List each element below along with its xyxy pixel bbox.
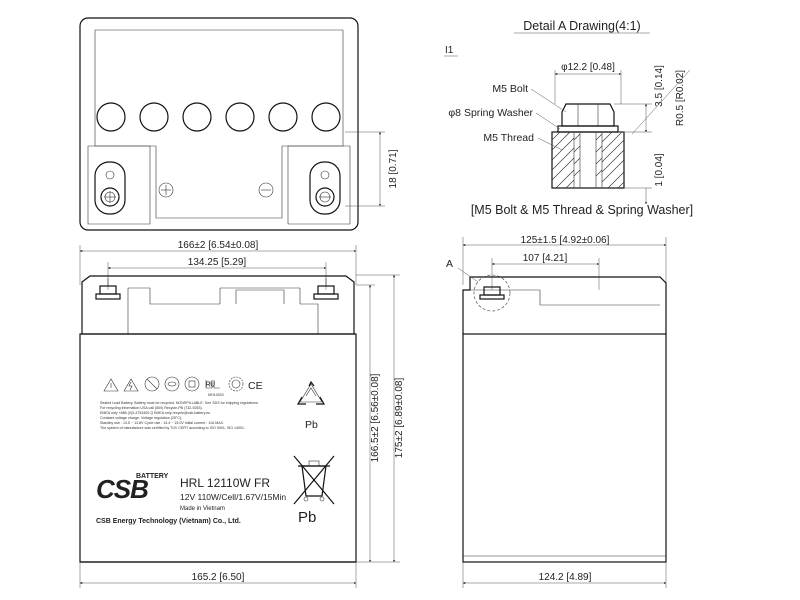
- ul-recognized-icon: ᴿᵁ MH14533: [205, 380, 224, 397]
- fine-print-line: For recycling information USA call (800)…: [100, 406, 203, 410]
- front-base-width-dim: 165.2 [6.50]: [192, 572, 245, 583]
- bolt-label: M5 Bolt: [492, 83, 528, 95]
- front-body-height-dim: 166.5±2 [6.56±0.08]: [370, 373, 381, 462]
- fine-print: Sealed Lead Battery. Battery must be rec…: [100, 401, 259, 430]
- fine-print-line: Sealed Lead Battery. Battery must be rec…: [100, 401, 259, 405]
- ul-number: MH14533: [208, 393, 224, 397]
- vent-cap: [225, 102, 255, 132]
- read-manual-icon: [184, 376, 200, 392]
- detail-title: Detail A Drawing(4:1): [523, 19, 640, 33]
- polarity-plus-icon: [158, 182, 174, 198]
- radius-dim: R0.5 [R0.02]: [675, 70, 686, 126]
- side-body: [462, 333, 667, 563]
- recycle-icon: [296, 380, 326, 405]
- ul-mark: ᴿᵁ: [206, 381, 216, 392]
- vent-caps: [96, 102, 341, 132]
- top-view: 18 [0.71]: [79, 17, 399, 231]
- fine-print-line: The system of manufacture was certified …: [100, 426, 245, 430]
- terminal-pocket-left: [87, 145, 151, 225]
- front-terminal-right: [313, 278, 339, 300]
- made-in: Made in Vietnam: [180, 506, 225, 512]
- top-view-outline: [79, 17, 359, 231]
- terminal-left: [94, 161, 126, 215]
- fine-print-line: Constant voltage charge. Voltage regulat…: [100, 416, 182, 420]
- detail-a: Detail A Drawing(4:1) I1 φ12.2 [0.48]: [444, 19, 693, 217]
- fine-print-line: Standby use : 13.5 ~ 13.8V Cycle use : 1…: [100, 421, 224, 425]
- side-terminal: [479, 286, 505, 300]
- front-total-height-dim: 175±2 [6.89±0.08]: [394, 378, 405, 459]
- front-body: [79, 333, 357, 563]
- front-lid-recess: [127, 287, 319, 334]
- company-name: CSB Energy Technology (Vietnam) Co., Ltd…: [96, 518, 241, 525]
- terminal-pocket-right: [287, 145, 351, 225]
- front-overall-width-dim: 166±2 [6.54±0.08]: [178, 240, 259, 251]
- detail-caption: [M5 Bolt & M5 Thread & Spring Washer]: [471, 203, 693, 217]
- brand-logo: CSB: [96, 474, 148, 504]
- age-gear-icon: [228, 376, 244, 392]
- hatching: [551, 131, 625, 189]
- detail-ref: I1: [445, 45, 454, 56]
- gap-dim: 1 [0.04]: [654, 153, 665, 187]
- eye-protection-icon: [164, 376, 180, 392]
- detail-a-circle: [473, 274, 511, 312]
- vent-cap: [96, 102, 126, 132]
- side-view: 125±1.5 [4.92±0.06] 107 [4.21] A 124.2 […: [446, 235, 667, 588]
- warning-triangle-icon: [103, 378, 119, 392]
- side-lid: [462, 276, 667, 334]
- head-height-dim: 3.5 [0.14]: [654, 65, 665, 107]
- top-view-lid-outline: [94, 29, 344, 219]
- vent-cap: [182, 102, 212, 132]
- polarity-minus-icon: [258, 182, 274, 198]
- front-view: 166±2 [6.54±0.08] 134.25 [5.29]: [79, 240, 405, 588]
- bolt-head: [561, 103, 615, 127]
- side-overall-width-dim: 125±1.5 [4.92±0.06]: [521, 235, 610, 246]
- terminal-right: [309, 161, 341, 215]
- model-name: HRL 12110W FR: [180, 476, 270, 490]
- side-base-width-dim: 124.2 [4.89]: [539, 572, 592, 583]
- brand-word: BATTERY: [136, 473, 169, 480]
- vent-cap: [268, 102, 298, 132]
- front-lid: [81, 275, 355, 335]
- front-terminal-left: [95, 278, 121, 300]
- brand-block: BATTERY CSB HRL 12110W FR 12V 110W/Cell/…: [96, 473, 286, 525]
- pb-label-bin: Pb: [298, 509, 316, 526]
- side-terminal-offset-dim: 107 [4.21]: [523, 253, 568, 264]
- washer-label: φ8 Spring Washer: [448, 107, 533, 119]
- front-terminal-spacing-dim: 134.25 [5.29]: [188, 257, 247, 268]
- ce-mark: CE: [248, 380, 263, 392]
- spring-washer: [557, 125, 619, 133]
- diameter-dim: φ12.2 [0.48]: [561, 62, 615, 73]
- pb-label-recycle: Pb: [305, 419, 318, 431]
- warning-icons: ᴿᵁ MH14533 CE: [103, 376, 263, 397]
- crossed-bin-icon: [293, 455, 335, 505]
- fine-print-line: EMEA only +886 (0)3-4753400 Q EMEA only …: [100, 411, 210, 415]
- model-spec: 12V 110W/Cell/1.67V/15Min: [180, 492, 286, 502]
- no-flame-icon: [144, 376, 160, 392]
- electric-hazard-icon: [123, 378, 139, 392]
- vent-cap: [311, 102, 341, 132]
- vent-cap: [139, 102, 169, 132]
- detail-a-marker: A: [446, 258, 453, 270]
- terminal-height-dim: 18 [0.71]: [388, 149, 399, 188]
- thread-label: M5 Thread: [483, 132, 534, 144]
